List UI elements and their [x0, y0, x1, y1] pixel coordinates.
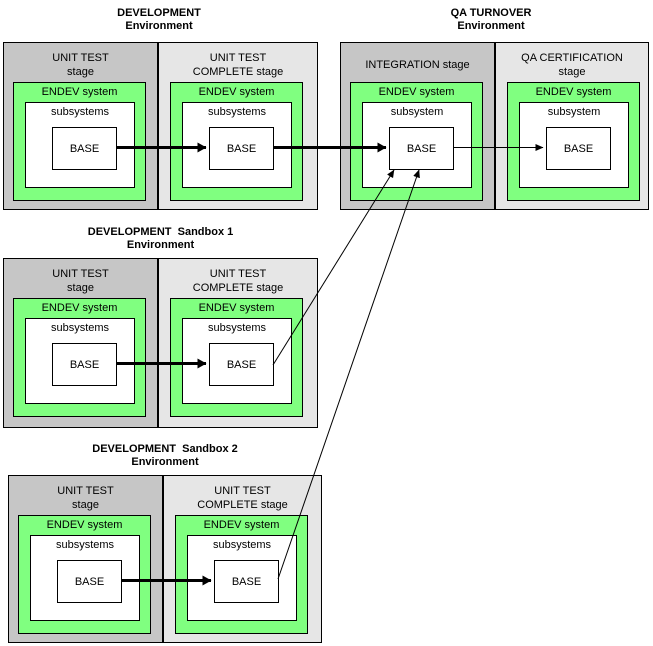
stage-label-line: UNIT TEST — [57, 485, 114, 497]
base-box: BASE — [389, 127, 454, 170]
stage-label-line: UNIT TEST — [52, 52, 109, 64]
endev-system-box: ENDEV system subsystems BASE — [18, 515, 151, 634]
subsystems-box: subsystems BASE — [25, 318, 135, 404]
title-line: DEVELOPMENT — [117, 7, 201, 19]
endev-system-label: ENDEV system — [535, 86, 612, 98]
base-label: BASE — [74, 575, 105, 588]
stage-qa-certification: QA CERTIFICATION stage ENDEV system subs… — [496, 43, 648, 209]
subsystems-label: subsystems — [50, 106, 110, 118]
endev-system-label: ENDEV system — [41, 86, 118, 98]
stage-unit-test: UNIT TEST stage ENDEV system subsystems … — [9, 476, 164, 642]
endev-system-label: ENDEV system — [46, 519, 123, 531]
subsystems-box: subsystems BASE — [25, 102, 135, 188]
endev-system-label: ENDEV system — [198, 302, 275, 314]
base-label: BASE — [231, 575, 262, 588]
subsystem-label: subsystem — [390, 106, 444, 118]
endev-system-label: ENDEV system — [41, 302, 118, 314]
environment-title-sandbox1: DEVELOPMENT Sandbox 1 Environment — [3, 226, 318, 252]
title-line: Environment — [126, 239, 195, 251]
base-box: BASE — [214, 560, 279, 603]
endev-system-label: ENDEV system — [378, 86, 455, 98]
subsystems-box: subsystems BASE — [182, 102, 292, 188]
base-box: BASE — [57, 560, 122, 603]
subsystems-box: subsystems BASE — [187, 535, 297, 621]
stage-label-line: stage — [558, 66, 586, 78]
stage-unit-test-complete: UNIT TEST COMPLETE stage ENDEV system su… — [164, 476, 321, 642]
stage-label-line: stage — [72, 499, 99, 511]
subsystems-label: subsystems — [50, 322, 110, 334]
stage-label-line: UNIT TEST — [214, 485, 271, 497]
base-box: BASE — [52, 127, 117, 170]
stage-label: UNIT TEST stage — [9, 476, 162, 512]
endev-system-box: ENDEV system subsystems BASE — [170, 82, 303, 201]
stage-unit-test-complete: UNIT TEST COMPLETE stage ENDEV system su… — [159, 259, 317, 427]
stage-label-line: INTEGRATION stage — [365, 59, 470, 71]
stage-label-line: UNIT TEST — [52, 268, 109, 280]
stage-label-line: COMPLETE stage — [192, 66, 284, 78]
title-line: Environment — [131, 456, 199, 468]
endev-system-box: ENDEV system subsystems BASE — [13, 82, 146, 201]
endev-system-box: ENDEV system subsystem BASE — [507, 82, 640, 201]
stage-label-line: QA CERTIFICATION — [521, 52, 623, 64]
stage-label: UNIT TEST COMPLETE stage — [159, 259, 317, 295]
stage-label-line: COMPLETE stage — [197, 499, 288, 511]
subsystems-label: subsystems — [207, 106, 267, 118]
environment-sandbox2: UNIT TEST stage ENDEV system subsystems … — [8, 475, 322, 643]
base-box: BASE — [209, 127, 274, 170]
endev-system-label: ENDEV system — [203, 519, 280, 531]
subsystems-box: subsystems BASE — [30, 535, 140, 621]
subsystem-box: subsystem BASE — [519, 102, 629, 188]
subsystem-label: subsystem — [547, 106, 601, 118]
stage-label: UNIT TEST COMPLETE stage — [164, 476, 321, 512]
endev-system-box: ENDEV system subsystems BASE — [13, 298, 146, 417]
environment-title-qa-turnover: QA TURNOVER Environment — [340, 7, 642, 33]
title-line: Environment — [125, 20, 193, 32]
title-line: QA TURNOVER — [450, 7, 532, 19]
stage-integration: INTEGRATION stage ENDEV system subsystem… — [341, 43, 496, 209]
endev-system-box: ENDEV system subsystems BASE — [175, 515, 308, 634]
subsystems-label: subsystems — [212, 539, 272, 551]
environment-qa-turnover: INTEGRATION stage ENDEV system subsystem… — [340, 42, 649, 210]
environment-development: UNIT TEST stage ENDEV system subsystems … — [3, 42, 318, 210]
base-label: BASE — [69, 358, 100, 371]
subsystems-label: subsystems — [55, 539, 115, 551]
title-line: Environment — [457, 20, 525, 32]
endev-system-label: ENDEV system — [198, 86, 275, 98]
title-line: DEVELOPMENT Sandbox 1 — [87, 226, 234, 238]
endev-system-box: ENDEV system subsystems BASE — [170, 298, 303, 417]
base-label: BASE — [226, 358, 257, 371]
stage-unit-test: UNIT TEST stage ENDEV system subsystems … — [4, 259, 159, 427]
base-label: BASE — [563, 142, 594, 155]
base-label: BASE — [226, 142, 257, 155]
stage-label: UNIT TEST COMPLETE stage — [159, 43, 317, 79]
stage-label-line: UNIT TEST — [209, 52, 267, 64]
title-line: DEVELOPMENT Sandbox 2 — [92, 443, 238, 455]
environment-title-development: DEVELOPMENT Environment — [3, 7, 315, 33]
endev-system-box: ENDEV system subsystem BASE — [350, 82, 483, 201]
stage-label-line: UNIT TEST — [209, 268, 267, 280]
base-box: BASE — [209, 343, 274, 386]
stage-unit-test-complete: UNIT TEST COMPLETE stage ENDEV system su… — [159, 43, 317, 209]
subsystem-box: subsystem BASE — [362, 102, 472, 188]
stage-label-line: stage — [67, 282, 94, 294]
stage-label: UNIT TEST stage — [4, 43, 157, 79]
base-label: BASE — [69, 142, 100, 155]
base-box: BASE — [546, 127, 611, 170]
environment-sandbox1: UNIT TEST stage ENDEV system subsystems … — [3, 258, 318, 428]
stage-label-line: stage — [67, 66, 94, 78]
stage-label-line: COMPLETE stage — [192, 282, 284, 294]
stage-label: UNIT TEST stage — [4, 259, 157, 295]
stage-label: INTEGRATION stage — [341, 43, 494, 72]
base-label: BASE — [406, 142, 437, 155]
base-box: BASE — [52, 343, 117, 386]
stage-unit-test: UNIT TEST stage ENDEV system subsystems … — [4, 43, 159, 209]
subsystems-label: subsystems — [207, 322, 267, 334]
subsystems-box: subsystems BASE — [182, 318, 292, 404]
stage-label: QA CERTIFICATION stage — [496, 43, 648, 79]
environment-title-sandbox2: DEVELOPMENT Sandbox 2 Environment — [8, 443, 322, 469]
